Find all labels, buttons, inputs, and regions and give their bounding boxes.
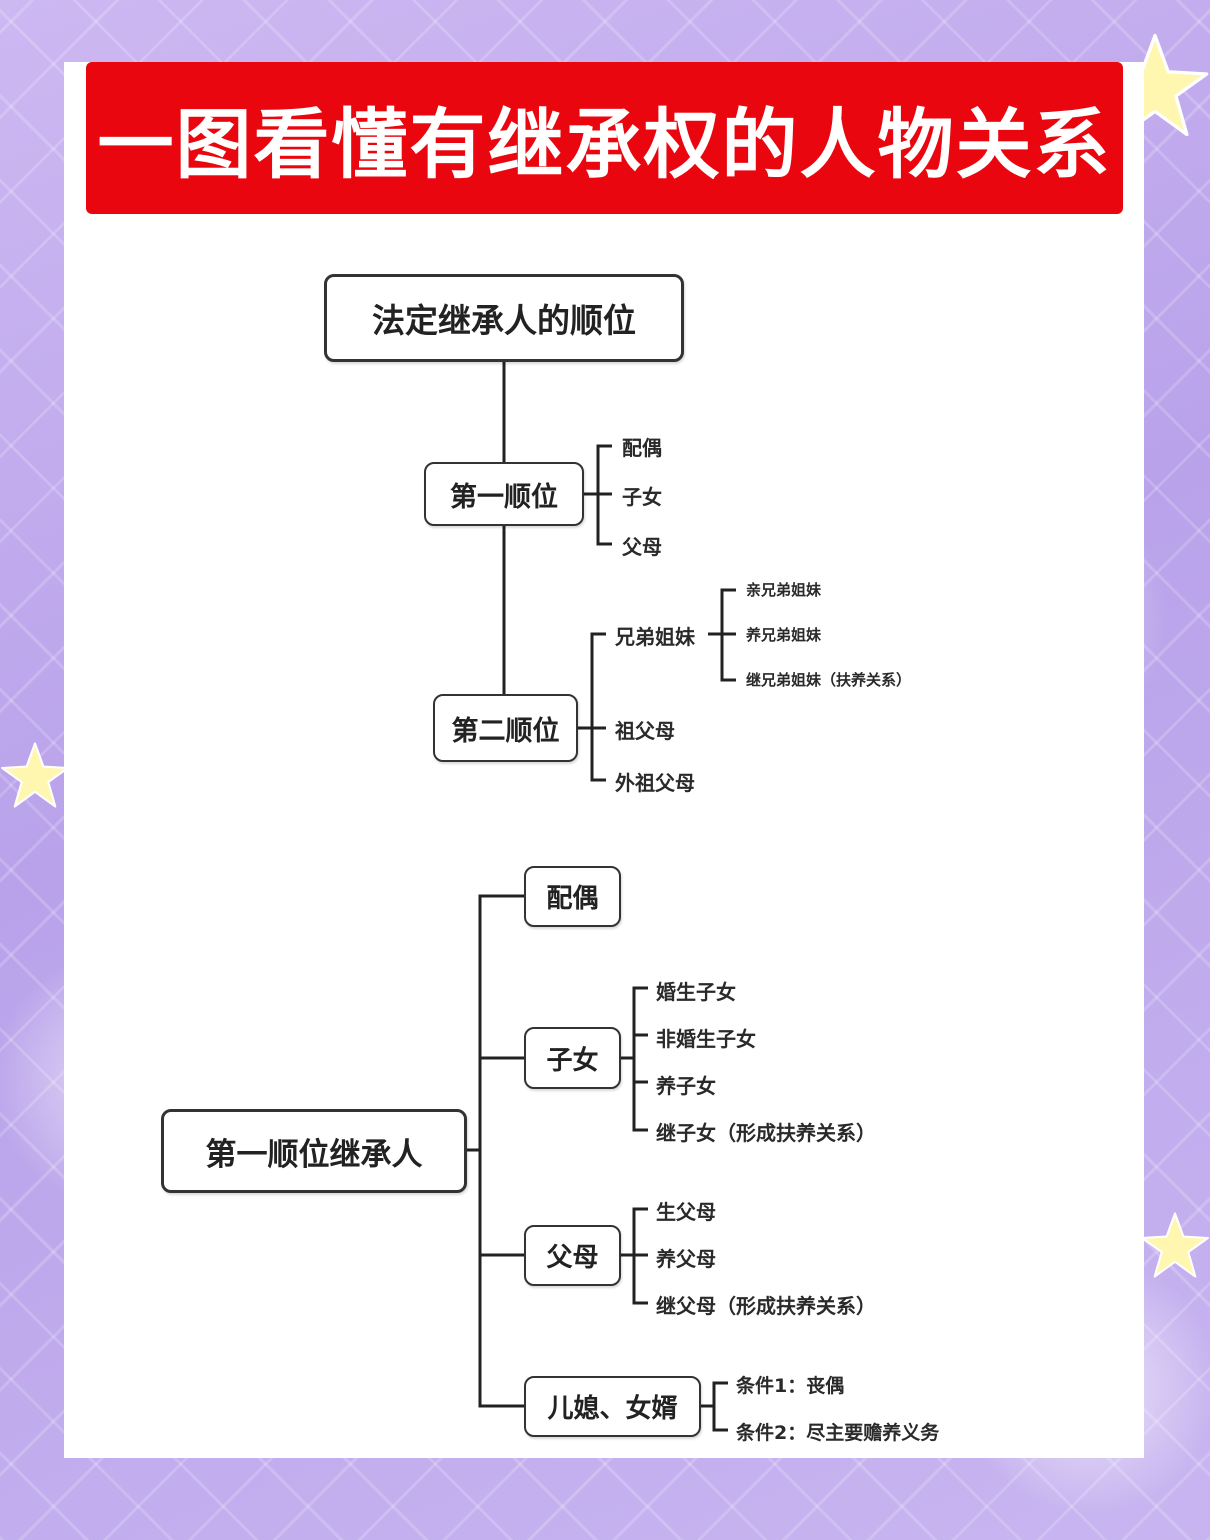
- in-laws-label: 儿媳、女婿: [547, 1394, 678, 1424]
- siblings-label: 兄弟姐妹: [615, 625, 695, 649]
- children-node: 子女: [524, 1027, 621, 1089]
- page-title: 一图看懂有继承权的人物关系: [97, 100, 1112, 189]
- spouse-label: 配偶: [546, 884, 599, 914]
- first-order-heirs-label: 第一顺位继承人: [205, 1136, 423, 1173]
- root-node-legal-order: 法定继承人的顺位: [324, 274, 684, 362]
- parents-type: 继父母（形成扶养关系）: [656, 1294, 876, 1318]
- star-decoration-icon: [1141, 1212, 1209, 1278]
- second-order-label: 第二顺位: [451, 715, 560, 747]
- sibling-type: 亲兄弟姐妹: [746, 581, 822, 599]
- children-type: 养子女: [656, 1074, 716, 1098]
- parents-node: 父母: [524, 1225, 621, 1286]
- maternal-grandparents-label: 外祖父母: [615, 771, 695, 795]
- in-laws-condition: 条件2：尽主要赡养义务: [736, 1422, 940, 1444]
- children-label: 子女: [546, 1045, 599, 1076]
- parents-label: 父母: [546, 1243, 599, 1273]
- first-order-node: 第一顺位: [424, 462, 584, 526]
- first-order-heirs-node: 第一顺位继承人: [161, 1109, 467, 1193]
- children-type: 非婚生子女: [656, 1027, 756, 1051]
- children-type: 继子女（形成扶养关系）: [656, 1121, 876, 1145]
- first-order-label: 第一顺位: [450, 481, 558, 513]
- in-laws-node: 儿媳、女婿: [524, 1376, 701, 1437]
- in-laws-condition: 条件1：丧偶: [736, 1375, 845, 1397]
- root-node-label: 法定继承人的顺位: [372, 301, 636, 340]
- first-order-child: 父母: [622, 535, 662, 559]
- first-order-child: 配偶: [622, 436, 662, 460]
- sibling-type: 养兄弟姐妹: [746, 626, 822, 644]
- children-type: 婚生子女: [656, 980, 736, 1004]
- spouse-node: 配偶: [524, 866, 621, 927]
- title-banner: 一图看懂有继承权的人物关系: [86, 62, 1123, 214]
- parents-type: 生父母: [656, 1200, 716, 1224]
- grandparents-label: 祖父母: [615, 719, 675, 743]
- parents-type: 养父母: [656, 1247, 716, 1271]
- star-decoration-icon: [1, 742, 69, 808]
- first-order-child: 子女: [622, 485, 662, 509]
- sibling-type: 继兄弟姐妹（扶养关系）: [746, 671, 912, 689]
- second-order-node: 第二顺位: [433, 694, 578, 762]
